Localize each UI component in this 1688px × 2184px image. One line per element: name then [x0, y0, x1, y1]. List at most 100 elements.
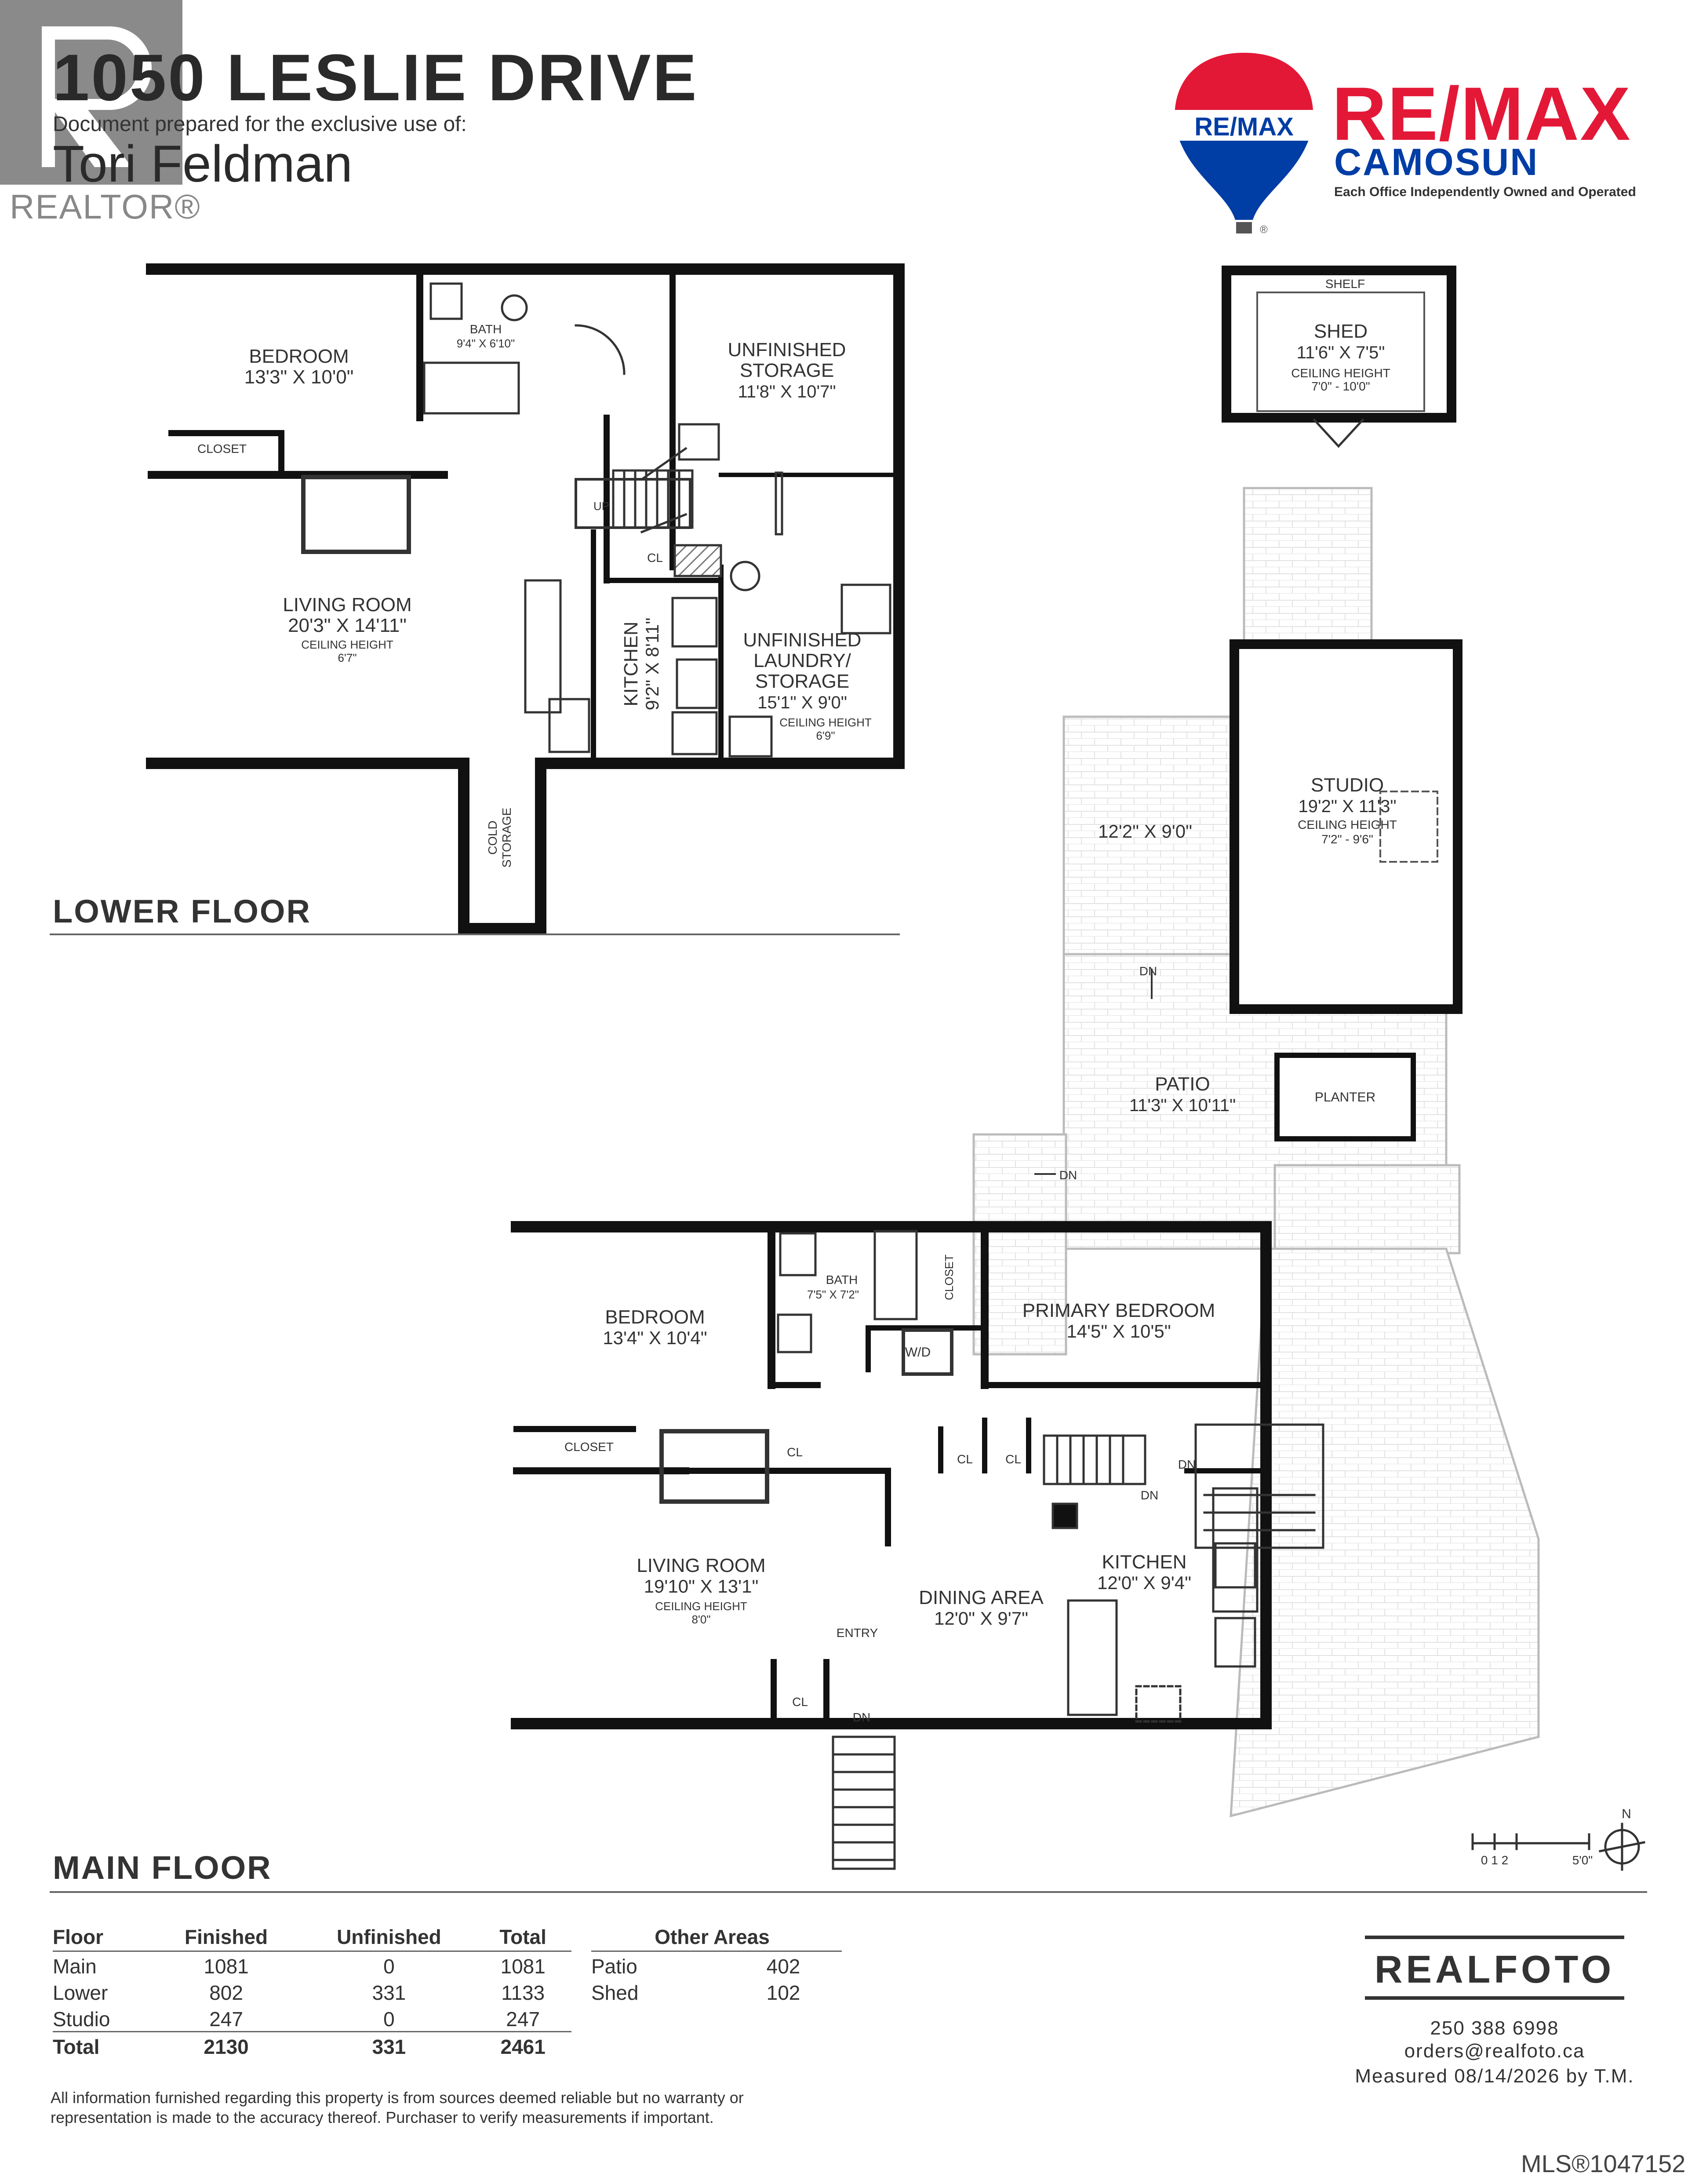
- lower-kitchen-name: KITCHEN: [620, 621, 642, 706]
- main-dn-label-3: DN: [853, 1710, 870, 1724]
- row-total: 1081: [500, 1955, 546, 1978]
- main-cl-label-1: CL: [787, 1445, 803, 1459]
- lower-laundry-ceiling-value: 6'9": [816, 729, 835, 742]
- table-total-row: Total 2130 331 2461: [53, 2031, 571, 2059]
- col-floor: Floor: [53, 1925, 158, 1952]
- lower-bath-name: BATH: [470, 322, 502, 336]
- studio-ceiling-value: 7'2" - 9'6": [1321, 832, 1373, 846]
- main-dn-label-1: DN: [1178, 1458, 1196, 1471]
- other-area-name: Shed: [591, 1981, 639, 2004]
- lower-laundry-line3: STORAGE: [755, 671, 849, 692]
- main-floor-stairs: [832, 1423, 1324, 1870]
- lower-laundry-line1: UNFINISHED: [743, 629, 862, 651]
- remax-office: CAMOSUN: [1334, 141, 1539, 183]
- total-total: 2461: [483, 2031, 571, 2059]
- main-living-ceiling: CEILING HEIGHT: [655, 1600, 747, 1613]
- lower-bedroom-dims: 13'3" X 10'0": [244, 366, 354, 388]
- realfoto-logo-frame: [1365, 1936, 1624, 2000]
- lower-storage-dims: 11'8" X 10'7": [738, 382, 836, 401]
- table-row: Patio 402: [591, 1951, 842, 1979]
- mls-number: MLS®1047152: [1521, 2150, 1686, 2177]
- main-floor-label: MAIN FLOOR: [53, 1849, 272, 1886]
- realfoto-phone: 250 388 6998: [1430, 2017, 1559, 2039]
- deck: [1062, 715, 1232, 955]
- primary-bedroom-dims: 14'5" X 10'5": [1066, 1321, 1171, 1342]
- main-dn-label-2: DN: [1141, 1488, 1158, 1502]
- deck-dn-label: DN: [1139, 964, 1157, 978]
- main-living-dims: 19'10" X 13'1": [644, 1576, 759, 1597]
- row-floor: Lower: [53, 1981, 108, 2004]
- realtor-name: Tori Feldman: [53, 135, 353, 193]
- side-yard: [1230, 1247, 1540, 1818]
- main-cl-label-2: CL: [957, 1452, 973, 1466]
- lower-cl-label: CL: [647, 551, 663, 565]
- row-floor: Main: [53, 1955, 97, 1978]
- main-cl-label-3: CL: [1005, 1452, 1021, 1466]
- cold-storage-line2: STORAGE: [500, 808, 513, 868]
- table-row: Studio 247 0 247: [53, 2005, 571, 2032]
- other-areas-header: Other Areas: [591, 1925, 842, 1952]
- remax-balloon-logo: RE/MAX ®: [1175, 53, 1313, 236]
- shed-walls: [1222, 266, 1456, 423]
- realfoto-email: orders@realfoto.ca: [1404, 2040, 1585, 2062]
- table-row: Main 1081 0 1081: [53, 1951, 571, 1979]
- patio-name: PATIO: [1155, 1073, 1210, 1095]
- lower-kitchen-dims: 9'2" X 8'11": [642, 618, 662, 711]
- row-unfinished: 0: [383, 1955, 395, 1978]
- area-table-header: Floor Finished Unfinished Total: [53, 1925, 571, 1952]
- main-closet-label: CLOSET: [564, 1440, 614, 1454]
- disclaimer-text: All information furnished regarding this…: [51, 2089, 744, 2126]
- shed-ceiling: CEILING HEIGHT: [1291, 366, 1390, 380]
- main-cl-label-4: CL: [792, 1695, 808, 1709]
- area-summary-table: Floor Finished Unfinished Total Main 108…: [53, 1925, 571, 2059]
- row-finished: 802: [209, 1981, 243, 2004]
- deck-dims: 12'2" X 9'0": [1098, 821, 1192, 842]
- lower-bath-dims: 9'4" X 6'10": [457, 337, 515, 350]
- lower-closet-label: CLOSET: [197, 442, 247, 456]
- property-address: 1050 LESLIE DRIVE: [53, 40, 698, 114]
- row-unfinished: 0: [383, 2008, 395, 2031]
- studio-ceiling: CEILING HEIGHT: [1298, 818, 1397, 831]
- cold-storage-line1: COLD: [486, 820, 499, 855]
- planter-box: [1274, 1053, 1416, 1141]
- studio-dims: 19'2" X 11'3": [1298, 797, 1396, 816]
- compass-icon: [1599, 1823, 1645, 1871]
- prepared-for-label: Document prepared for the exclusive use …: [53, 113, 467, 136]
- total-unfinished: 331: [303, 2031, 484, 2059]
- shed-name: SHED: [1314, 321, 1368, 342]
- lower-floor-fixtures: [301, 282, 891, 758]
- entry-label: ENTRY: [837, 1626, 878, 1640]
- main-living-name: LIVING ROOM: [637, 1555, 765, 1576]
- row-total: 247: [506, 2008, 540, 2031]
- row-unfinished: 331: [372, 1981, 406, 2004]
- col-unfinished: Unfinished: [303, 1925, 484, 1952]
- remax-wordmark: RE/MAX: [1332, 72, 1631, 156]
- main-living-ceiling-value: 8'0": [691, 1613, 710, 1626]
- main-closet-vertical: CLOSET: [942, 1254, 956, 1300]
- planter-label: PLANTER: [1315, 1090, 1375, 1105]
- total-finished: 2130: [157, 2031, 304, 2059]
- main-kitchen-dims: 12'0" X 9'4": [1097, 1572, 1191, 1593]
- lower-bedroom-name: BEDROOM: [249, 346, 349, 367]
- main-bedroom-dims: 13'4" X 10'4": [603, 1327, 707, 1348]
- lower-laundry-ceiling: CEILING HEIGHT: [779, 716, 872, 729]
- north-label: N: [1622, 1807, 1631, 1821]
- row-finished: 1081: [204, 1955, 249, 1978]
- primary-bedroom-name: PRIMARY BEDROOM: [1022, 1300, 1215, 1321]
- scale-end-label: 5'0": [1572, 1853, 1593, 1867]
- main-floor-fixtures: [659, 1230, 1259, 1723]
- col-finished: Finished: [157, 1925, 304, 1952]
- row-finished: 247: [209, 2008, 243, 2031]
- shed-ceiling-value: 7'0" - 10'0": [1311, 379, 1370, 393]
- other-area-name: Patio: [591, 1955, 637, 1978]
- lower-floor-label: LOWER FLOOR: [53, 893, 311, 930]
- measured-note: Measured 08/14/2026 by T.M.: [1355, 2065, 1634, 2087]
- row-floor: Studio: [53, 2008, 110, 2031]
- realfoto-wordmark: REALFOTO: [1374, 1947, 1615, 1991]
- table-row: Shed 102: [591, 1978, 842, 2005]
- main-bedroom-name: BEDROOM: [605, 1306, 705, 1328]
- table-row: Lower 802 331 1133: [53, 1978, 571, 2005]
- other-area-value: 102: [766, 1981, 800, 2004]
- lower-living-dims: 20'3" X 14'11": [288, 615, 407, 636]
